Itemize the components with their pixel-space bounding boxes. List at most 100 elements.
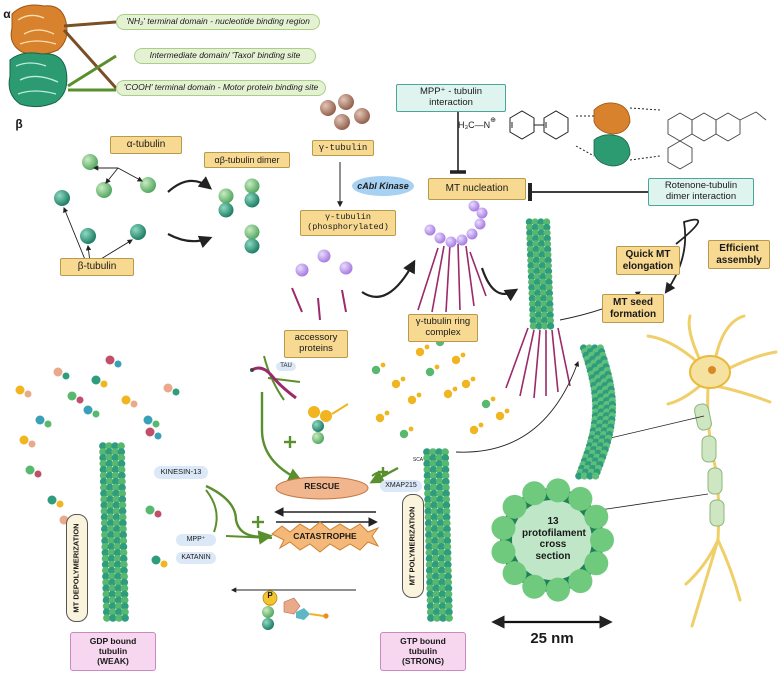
- tubulin-subunit: [528, 295, 536, 303]
- tubulin-subunit: [99, 459, 108, 468]
- tubulin-subunit: [430, 507, 439, 516]
- tubulin-subunit: [109, 614, 117, 622]
- tubulin-subunit: [444, 590, 453, 599]
- mpp-interaction-label: MPP⁺ - tubulin interaction: [396, 84, 506, 112]
- tubulin-subunit: [539, 273, 547, 281]
- tubulin-fragment: [375, 413, 385, 423]
- tubulin-subunit: [539, 267, 547, 275]
- tubulin-subunit: [114, 596, 123, 605]
- tubulin-subunit: [100, 519, 109, 527]
- tubulin-subunit: [100, 501, 109, 510]
- scale-label: 25 nm: [530, 630, 574, 647]
- accessory-to-ring-arrow: [361, 259, 416, 298]
- tubulin-subunit: [117, 459, 126, 468]
- tubulin-fragment: [380, 362, 386, 368]
- tubulin-subunit: [543, 234, 551, 243]
- tubulin-subunit: [443, 554, 452, 563]
- tubulin-subunit: [113, 548, 122, 557]
- tubulin-subunit: [112, 507, 121, 516]
- tubulin-subunit: [424, 507, 433, 516]
- tubulin-subunit: [424, 489, 432, 498]
- tubulin-fragment: [34, 470, 42, 478]
- tubulin-subunit: [438, 596, 447, 605]
- tubulin-subunit: [100, 495, 108, 504]
- protofilament-bead: [522, 574, 547, 599]
- tubulin-subunit: [103, 614, 111, 622]
- protofilament-bead: [522, 481, 547, 506]
- cross-section-label: 13 protofilament cross section: [522, 516, 586, 562]
- tubulin-subunit: [118, 471, 126, 480]
- protofilament-bead: [568, 569, 593, 594]
- gdp-tubulin-label: GDP bound tubulin (WEAK): [70, 632, 156, 672]
- tubulin-subunit: [105, 442, 113, 450]
- tubulin-subunit: [102, 602, 111, 610]
- tubulin-subunit: [532, 240, 540, 248]
- tubulin-subunit: [535, 316, 543, 325]
- polymerizing-fragments: [371, 334, 510, 439]
- tubulin-subunit: [533, 278, 542, 286]
- tubulin-subunit: [106, 489, 114, 498]
- tubulin-subunit: [525, 223, 534, 232]
- tubulin-subunit: [120, 566, 128, 575]
- protofilament-bead: [568, 486, 593, 511]
- tubulin-subunit: [113, 554, 122, 563]
- tubulin-fragment: [15, 385, 25, 395]
- tubulin-fragment: [145, 427, 155, 437]
- tubulin-subunit: [426, 572, 434, 581]
- tubulin-subunit: [425, 548, 434, 557]
- rescue-label: RESCUE: [304, 481, 340, 491]
- mpp-molecule: [509, 110, 569, 140]
- tubulin-fragment: [152, 420, 160, 428]
- tubulin-subunit: [526, 240, 534, 248]
- tubulin-subunit: [423, 471, 432, 480]
- tubulin-subunit: [438, 590, 447, 599]
- tubulin-subunit: [442, 483, 450, 492]
- mt-nucleation-label: MT nucleation: [428, 178, 526, 200]
- tubulin-subunit: [545, 284, 553, 292]
- tubulin-subunit: [105, 454, 114, 462]
- protofilament-bead: [584, 504, 609, 529]
- tubulin-subunit: [432, 584, 441, 593]
- tubulin-subunit: [105, 448, 113, 456]
- tubulin-subunit: [436, 513, 445, 522]
- tubulin-subunit: [120, 596, 129, 605]
- tubulin-subunit: [429, 465, 438, 474]
- tubulin-fragment: [424, 344, 430, 350]
- intermediate-domain-label: Intermediate domain/ 'Taxol' binding sit…: [134, 48, 316, 64]
- tubulin-fragment: [451, 355, 461, 365]
- tubulin-subunit: [107, 531, 115, 539]
- tubulin-subunit: [112, 513, 121, 521]
- tubulin-subunit: [106, 507, 115, 516]
- tubulin-subunit: [425, 543, 433, 551]
- tubulin-subunit: [534, 284, 542, 292]
- tubulin-subunit: [537, 218, 545, 226]
- tubulin-subunit: [527, 273, 536, 281]
- rescue-shape: [275, 476, 369, 500]
- tubulin-subunit: [102, 608, 111, 616]
- tubulin-subunit: [534, 305, 543, 314]
- tubulin-subunit: [114, 566, 122, 575]
- tubulin-subunit: [424, 519, 433, 527]
- tubulin-subunit: [441, 460, 450, 468]
- tubulin-subunit: [423, 448, 431, 456]
- protofilament-bead: [546, 478, 571, 503]
- tubulin-fragment: [143, 415, 153, 425]
- tubulin-subunit: [119, 525, 127, 533]
- tubulin-subunit: [544, 262, 552, 270]
- tubulin-subunit: [546, 311, 554, 319]
- gtp-line1: GTP bound tubulin: [400, 636, 446, 656]
- tubulin-subunit: [538, 262, 547, 270]
- tubulin-subunit: [111, 471, 120, 480]
- tubulin-subunit: [546, 300, 554, 308]
- tubulin-subunit: [442, 495, 451, 504]
- tubulin-subunit: [108, 572, 116, 581]
- tubulin-subunit: [118, 483, 126, 492]
- gtp-to-curved-arrow: [455, 360, 580, 453]
- tubulin-subunit: [100, 483, 108, 492]
- tubulin-subunit: [527, 251, 535, 259]
- tubulin-fragment: [495, 411, 505, 421]
- tubulin-subunit: [532, 245, 540, 253]
- tubulin-subunit: [121, 602, 129, 610]
- tubulin-subunit: [444, 572, 452, 581]
- tubulin-subunit: [119, 543, 128, 551]
